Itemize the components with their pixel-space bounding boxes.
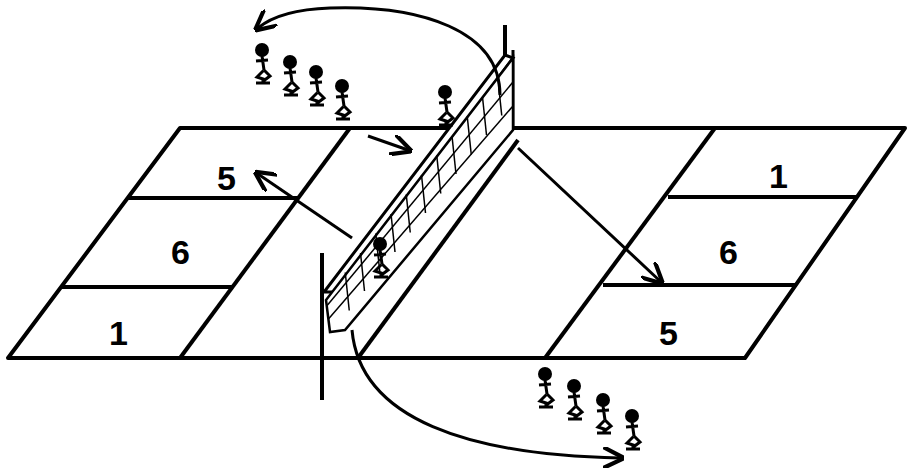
net	[322, 25, 513, 400]
zone-divider	[668, 195, 858, 199]
attack-line	[545, 128, 715, 358]
entry-arrow	[368, 136, 408, 150]
net-band	[324, 55, 513, 292]
zone-number: 1	[767, 159, 790, 193]
player-figure	[438, 85, 453, 125]
players	[255, 43, 640, 449]
player-figure	[567, 379, 582, 419]
player-figure	[283, 55, 298, 95]
player-figure	[255, 43, 270, 83]
rotation-arrow	[352, 330, 620, 458]
zone-number: 5	[215, 161, 238, 195]
movement-arrows	[258, 8, 660, 458]
zone-number: 1	[107, 316, 130, 350]
net-mesh-line	[329, 106, 513, 319]
zone-number: 6	[169, 235, 192, 269]
player-figure	[309, 65, 324, 105]
player-figure	[373, 237, 388, 277]
player-figure	[538, 367, 553, 407]
net-mesh-line	[361, 253, 365, 291]
move-arrow	[258, 174, 352, 238]
zone-number: 6	[717, 235, 740, 269]
player-figure	[335, 79, 350, 119]
player-figure	[596, 393, 611, 433]
attack-line	[180, 128, 350, 358]
player-figure	[625, 409, 640, 449]
net-mesh-line	[437, 156, 441, 194]
net-mesh-line	[327, 82, 513, 305]
serve-arrow	[518, 148, 660, 281]
zone-divider	[61, 285, 232, 289]
net-mesh-line	[345, 273, 349, 311]
zone-divider	[128, 196, 298, 200]
rotation-arrow	[258, 8, 500, 95]
zone-divider	[603, 283, 797, 287]
net-post	[320, 253, 324, 400]
net-mesh	[326, 58, 513, 332]
zone-number: 5	[657, 316, 680, 350]
